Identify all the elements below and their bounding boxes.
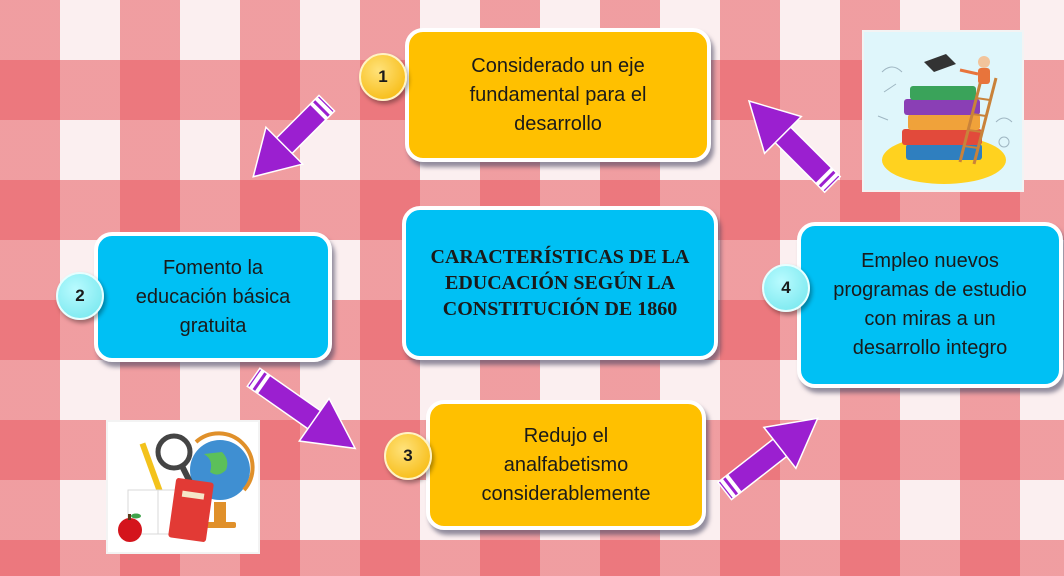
- arrow-step2-to-step3: [246, 367, 357, 450]
- center-title: CARACTERÍSTICAS DE LA EDUCACIÓN SEGÚN LA…: [430, 246, 690, 320]
- books-ladder-graduate-icon: [862, 30, 1024, 192]
- step-3-box: Redujo el analfabetismo considerablement…: [426, 400, 706, 530]
- step-1-box: Considerado un eje fundamental para el d…: [405, 28, 711, 162]
- arrow-step4-to-step1: [747, 99, 842, 194]
- step-3-text: Redujo el analfabetismo considerablement…: [481, 424, 651, 505]
- step-4-badge: 4: [762, 264, 810, 312]
- step-2-text: Fomento la educación básica gratuita: [135, 256, 291, 337]
- step-1-badge: 1: [359, 53, 407, 101]
- step-3-badge: 3: [384, 432, 432, 480]
- arrow-step1-to-step2: [252, 94, 336, 178]
- center-title-box: CARACTERÍSTICAS DE LA EDUCACIÓN SEGÚN LA…: [402, 206, 718, 360]
- step-2-badge: 2: [56, 272, 104, 320]
- step-4-box: Empleo nuevos programas de estudio con m…: [797, 222, 1063, 388]
- arrow-step3-to-step4: [716, 417, 819, 501]
- step-2-box: Fomento la educación básica gratuita: [94, 232, 332, 362]
- school-supplies-globe-icon: [106, 420, 260, 554]
- step-1-text: Considerado un eje fundamental para el d…: [469, 54, 647, 135]
- step-4-text: Empleo nuevos programas de estudio con m…: [833, 250, 1027, 359]
